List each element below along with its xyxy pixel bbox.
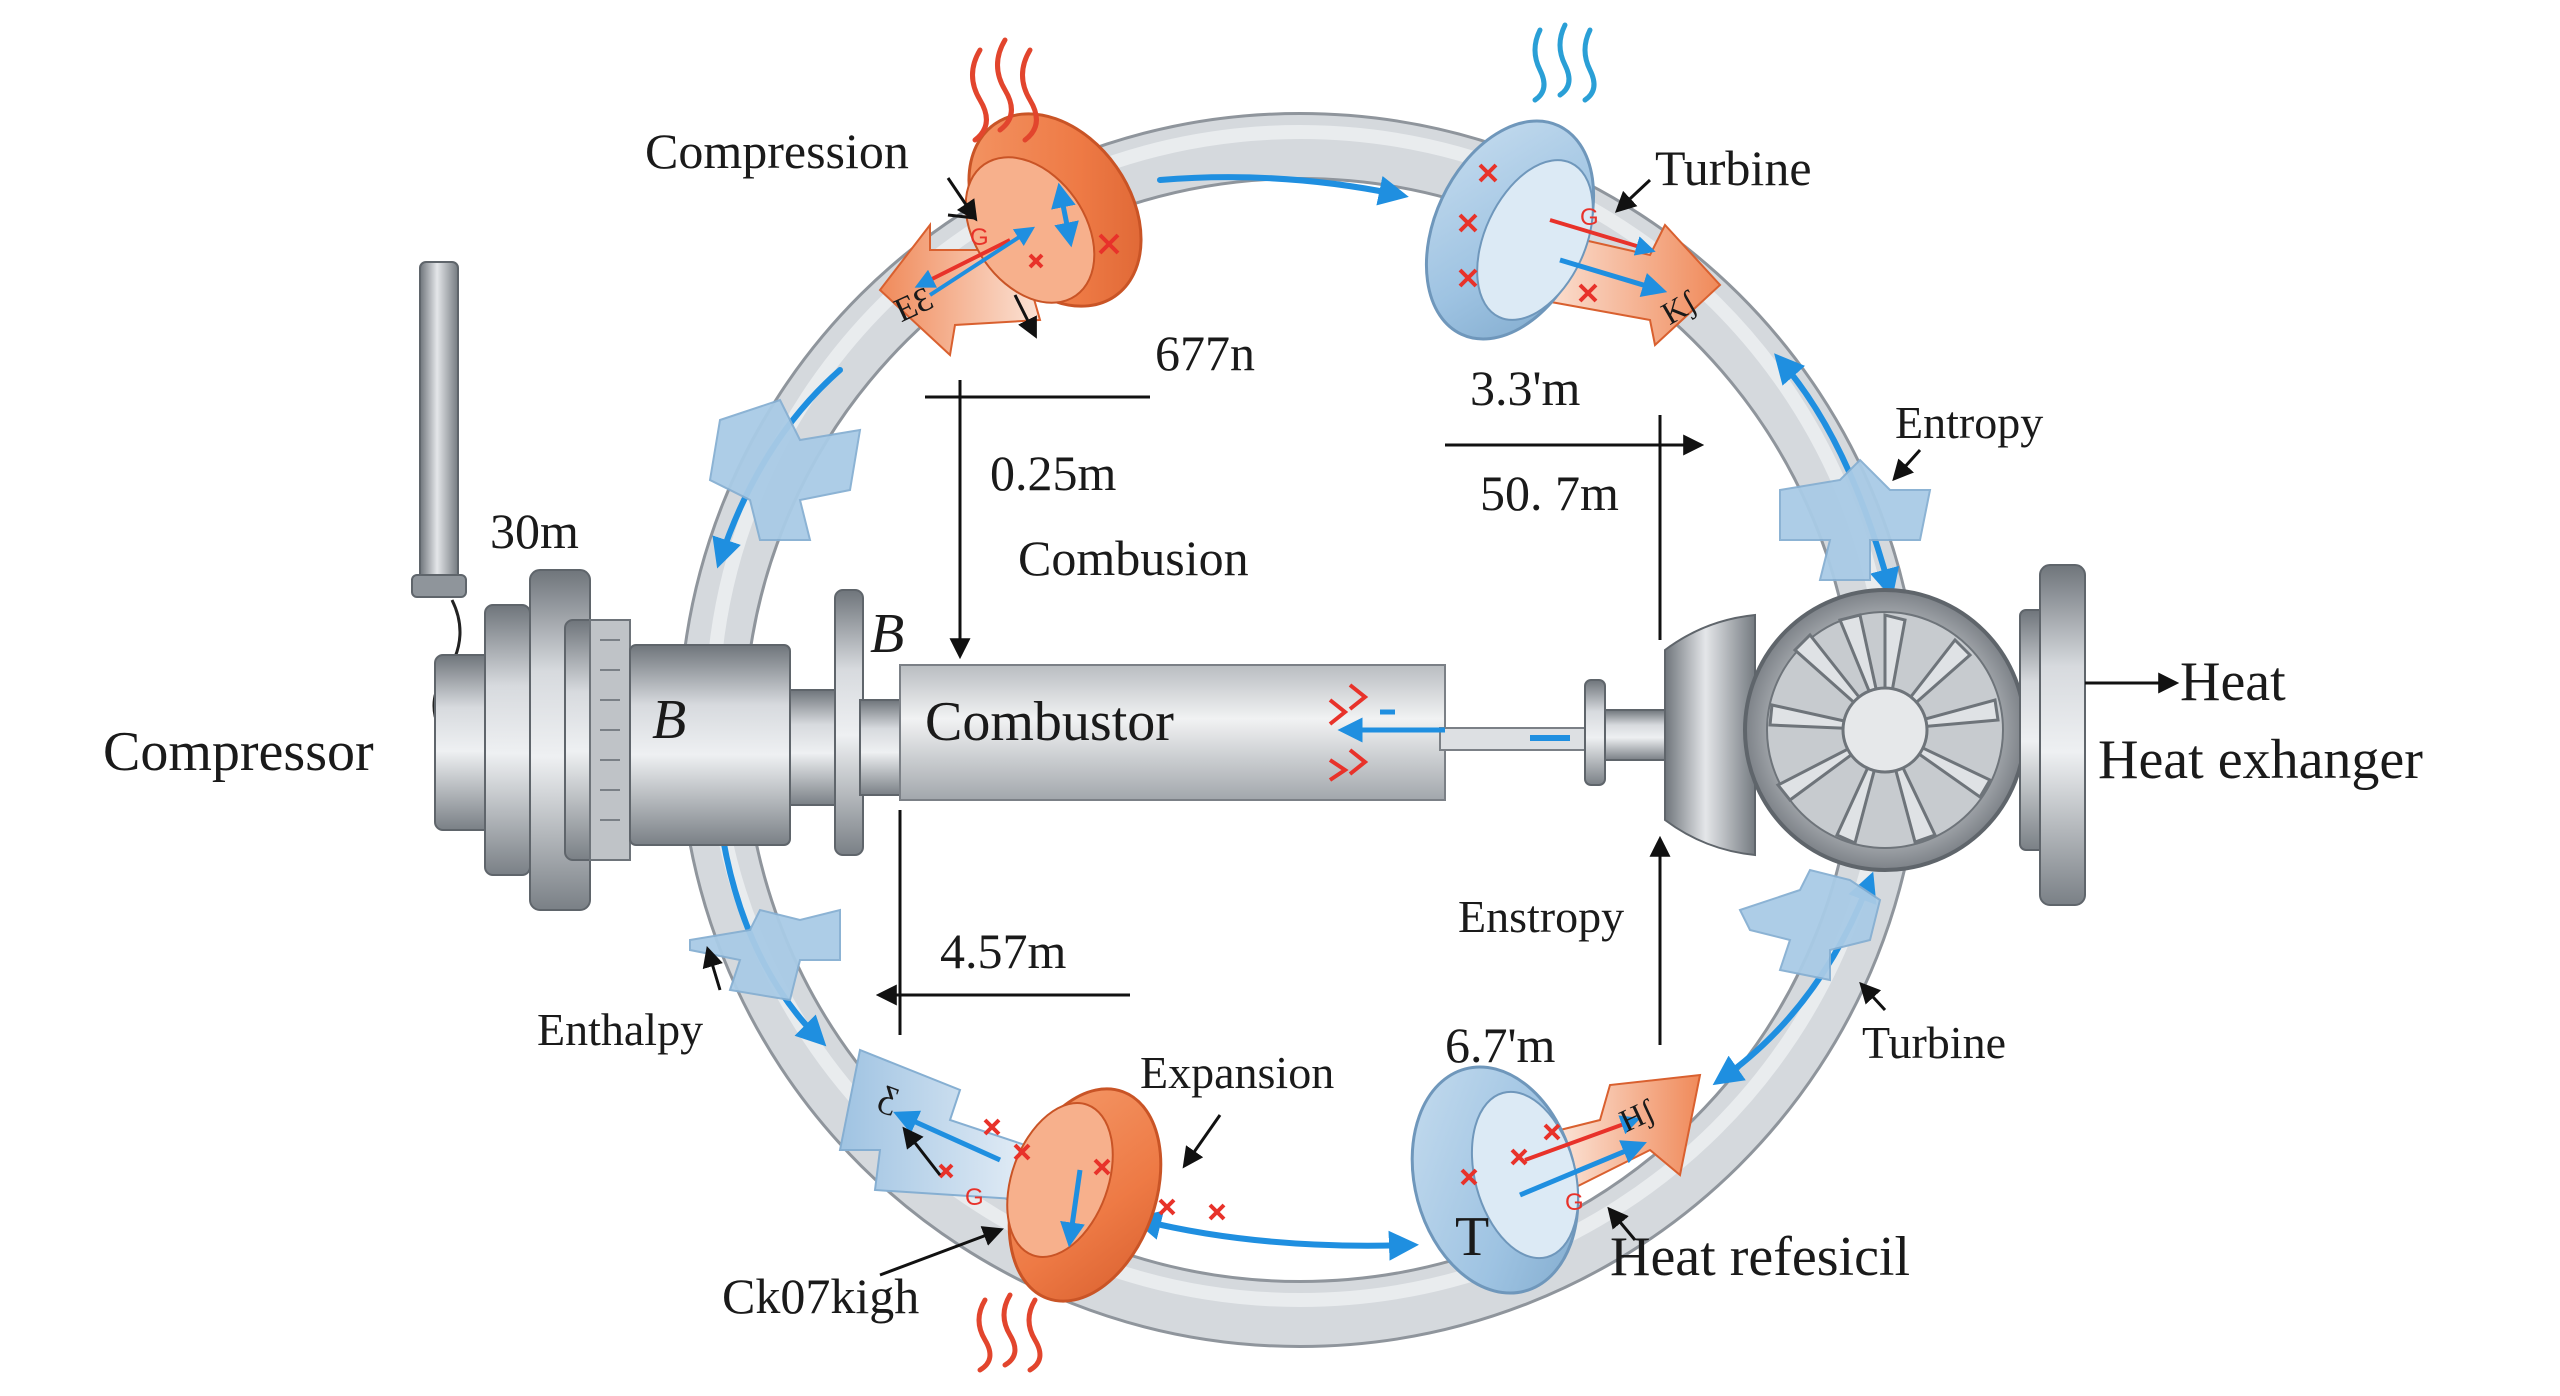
flame-marker <box>1328 683 1369 782</box>
label-67m: 6.7'm <box>1445 1017 1556 1073</box>
label-turbine-bottom: Turbine <box>1862 1017 2006 1068</box>
valve-right-bottom <box>1738 868 1882 982</box>
label-t-letter: T <box>1455 1206 1489 1268</box>
flow-arrow-bottom <box>1131 1210 1419 1261</box>
label-entropy: Entropy <box>1895 397 2043 448</box>
x-icon <box>1028 233 1120 269</box>
marker-g-bottom-right: G <box>1565 1189 1584 1216</box>
valve-right-top <box>1779 458 1932 581</box>
label-b-upper: B <box>870 603 904 665</box>
wavy-lines-icon <box>970 37 1039 143</box>
label-ck07kigh: Ck07kigh <box>722 1268 919 1324</box>
wavy-lines-icon <box>1532 22 1597 103</box>
x-icon <box>938 1118 1226 1221</box>
wavy-lines-icon <box>976 1292 1043 1373</box>
label-b-lower: B <box>652 689 686 751</box>
label-457m: 4.57m <box>940 923 1067 979</box>
label-heat: Heat <box>2180 651 2286 713</box>
x-icon <box>1458 163 1598 303</box>
label-30m: 30m <box>490 503 579 559</box>
label-heat-exchanger: Heat exhanger <box>2098 729 2423 791</box>
expansion-component: Ƹ G <box>838 1048 1226 1303</box>
x-icon <box>1460 1123 1561 1186</box>
compression-component: EƐ G <box>878 112 1143 357</box>
label-heat-refesicil: Heat refesicil <box>1610 1226 1910 1288</box>
label-enstropy: Enstropy <box>1458 891 1624 942</box>
valve-top-left <box>708 398 862 541</box>
dimension-lines <box>702 177 2180 1277</box>
label-33m: 3.3'm <box>1470 360 1581 416</box>
compressor-assembly <box>411 261 906 911</box>
combustor-assembly <box>899 664 1676 801</box>
label-compression: Compression <box>645 123 909 179</box>
label-compressor: Compressor <box>103 721 374 783</box>
marker-g-top-right: G <box>1580 204 1599 231</box>
label-507m: 50. 7m <box>1480 465 1619 521</box>
label-025m: 0.25m <box>990 445 1117 501</box>
label-combustor: Combustor <box>925 691 1174 753</box>
label-677n: 677n <box>1155 325 1255 381</box>
marker-g-top-left: G <box>970 224 989 251</box>
label-combustion: Combusion <box>1018 530 1249 586</box>
label-turbine-top: Turbine <box>1655 140 1812 196</box>
label-enthalpy: Enthalpy <box>537 1004 703 1055</box>
turbine-top-component: Kʃ G <box>1424 119 1722 347</box>
valve-left-bottom <box>689 908 841 1002</box>
valves <box>689 398 1932 1002</box>
heat-component: Hʃ G <box>1410 1065 1702 1295</box>
marker-g-bottom-left: G <box>965 1184 984 1211</box>
flow-arrow-top <box>1157 174 1409 206</box>
expansion-outlet-arrow <box>838 1048 1042 1202</box>
flow-arrow-right-upper <box>1774 353 1900 599</box>
label-expansion: Expansion <box>1140 1047 1334 1098</box>
heat-exchanger-assembly <box>1664 564 2086 906</box>
intake-pipe <box>419 261 459 593</box>
